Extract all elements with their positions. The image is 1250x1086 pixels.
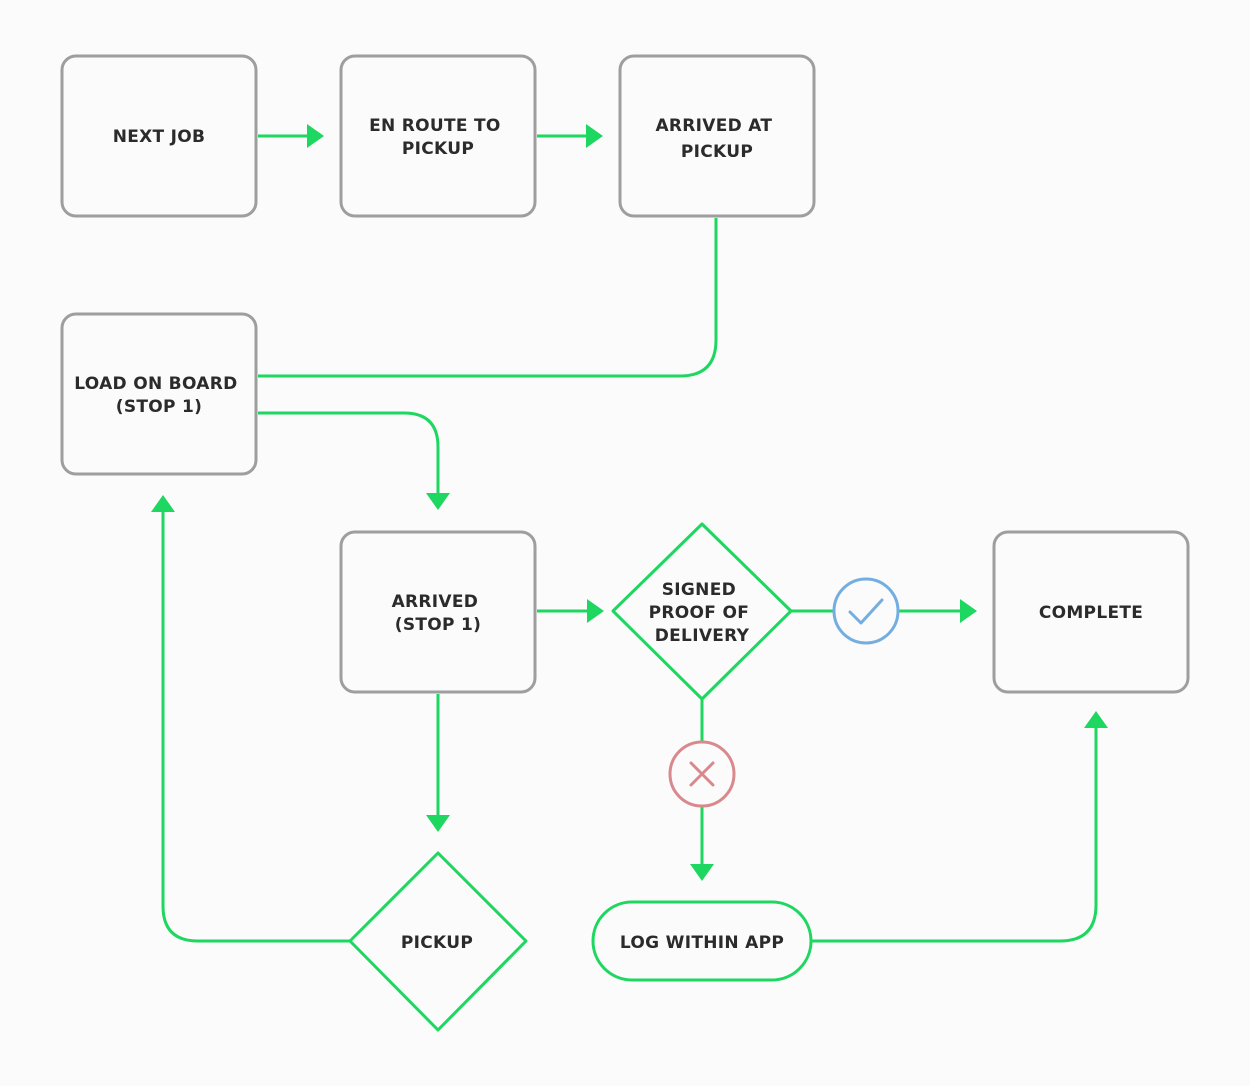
arrowhead <box>586 124 603 148</box>
node-label-line: SIGNED <box>662 580 736 600</box>
terminal-pill <box>591 900 813 982</box>
node-label-line: DELIVERY <box>655 626 750 646</box>
arrowhead <box>426 815 450 832</box>
node-label: NEXT JOB <box>113 127 206 147</box>
node-label: ARRIVED (STOP 1) <box>392 592 485 635</box>
arrowhead <box>690 864 714 881</box>
decision-diamond <box>348 851 528 1032</box>
node-label: EN ROUTE TO PICKUP <box>369 116 507 159</box>
node-load-on-board: LOAD ON BOARD (STOP 1) <box>60 312 258 476</box>
node-label-line: NEXT JOB <box>113 127 206 147</box>
check-icon-ring <box>832 577 900 645</box>
node-label: LOG WITHIN APP <box>620 933 784 953</box>
edge-log-within-app-to-complete <box>811 726 1098 943</box>
node-label: ARRIVED AT PICKUP <box>655 116 778 162</box>
process-box <box>339 54 537 218</box>
node-complete: COMPLETE <box>992 530 1190 694</box>
node-arrived-stop-1: ARRIVED (STOP 1) <box>339 530 537 694</box>
process-box <box>618 54 816 218</box>
node-label-line: PICKUP <box>401 933 473 953</box>
arrowhead <box>960 599 977 623</box>
node-log-within-app: LOG WITHIN APP <box>591 900 813 982</box>
node-label-line: PICKUP <box>402 139 474 159</box>
node-pickup: PICKUP <box>348 851 528 1032</box>
node-label-line: LOG WITHIN APP <box>620 933 784 953</box>
edge-pickup-to-load-on-board <box>161 510 350 943</box>
process-box <box>992 530 1190 694</box>
decision-diamond <box>611 522 793 701</box>
arrowhead <box>151 495 175 512</box>
node-label-line: EN ROUTE TO <box>369 116 501 136</box>
node-label-line: PROOF OF <box>649 603 749 623</box>
edge-load-on-board-to-arrived-stop <box>258 411 440 496</box>
process-box <box>60 54 258 218</box>
arrowhead <box>307 124 324 148</box>
check-icon-mark <box>848 598 884 625</box>
arrowhead <box>587 599 604 623</box>
cross-icon <box>668 740 736 808</box>
node-label-line: (STOP 1) <box>116 397 202 417</box>
node-label: LOAD ON BOARD (STOP 1) <box>74 374 243 417</box>
check-icon <box>832 577 900 645</box>
arrowhead <box>426 493 450 510</box>
node-label: PICKUP <box>401 933 473 953</box>
node-arrived-at-pickup: ARRIVED AT PICKUP <box>618 54 816 218</box>
process-box <box>60 312 258 476</box>
node-next-job: NEXT JOB <box>60 54 258 218</box>
node-label-line: PICKUP <box>681 142 753 162</box>
node-label-line: COMPLETE <box>1039 603 1143 623</box>
edge-arrived-pickup-to-load-on-board <box>258 218 718 378</box>
node-label-line: ARRIVED AT <box>655 116 772 136</box>
process-box <box>339 530 537 694</box>
cross-icon-mark <box>689 761 715 787</box>
node-label-line: (STOP 1) <box>395 615 481 635</box>
node-label-line: ARRIVED <box>392 592 479 612</box>
edges <box>151 124 1108 943</box>
arrowhead <box>1084 711 1108 728</box>
node-label: SIGNED PROOF OF DELIVERY <box>649 580 756 646</box>
node-label: COMPLETE <box>1039 603 1143 623</box>
node-en-route-to-pickup: EN ROUTE TO PICKUP <box>339 54 537 218</box>
node-label-line: LOAD ON BOARD <box>74 374 237 394</box>
node-signed-proof-of-delivery: SIGNED PROOF OF DELIVERY <box>611 522 793 701</box>
